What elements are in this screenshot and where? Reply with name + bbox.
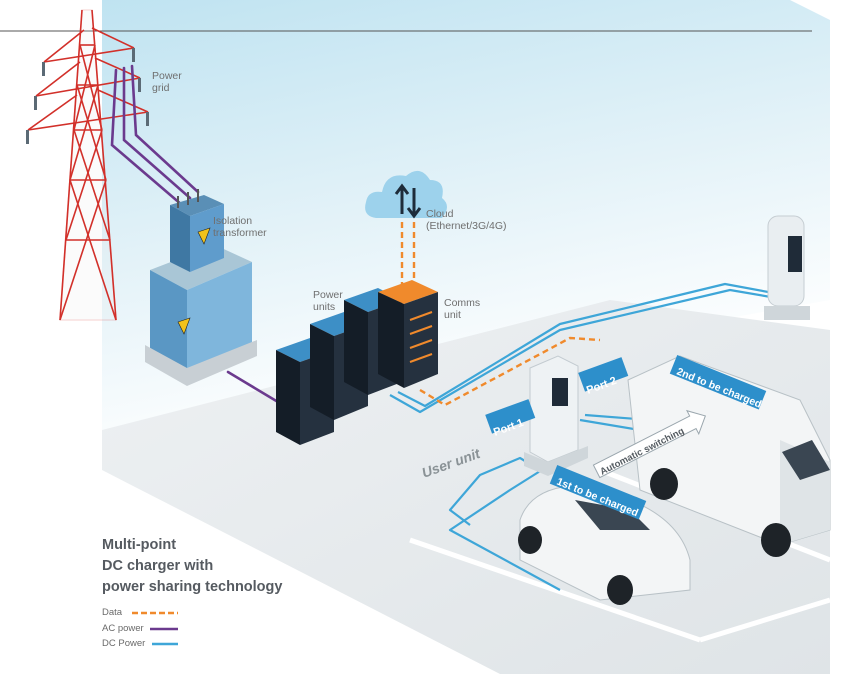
cloud-label: Cloud (Ethernet/3G/4G) [426,208,507,232]
power-pylon [27,9,149,321]
diagram-title: Multi-point DC charger with power sharin… [102,535,282,598]
comms-unit-label: Comms unit [444,297,481,321]
first-charged-badge [549,465,647,520]
port1-badge [485,399,536,434]
isolation-transformer [145,189,257,386]
car [518,485,691,605]
title-line-3: power sharing technology [102,579,283,595]
automatic-switching-arrow [592,409,706,479]
cloud-icon [365,170,447,219]
title-line-2: DC charger with [102,558,214,574]
ac-power-lines [110,64,280,404]
port2-badge [578,357,629,392]
legend-data-text: Data [102,607,123,618]
data-lines [400,222,601,407]
isolation-transformer-label: Isolation transformer [213,215,267,239]
user-unit-charger [524,355,588,476]
legend-dc-text: DC Power [102,638,146,649]
second-charged-badge [669,355,767,410]
comms-unit-cabinet [378,280,438,388]
legend-ac-text: AC power [102,623,144,634]
power-grid-label: Power grid [152,70,182,94]
pylon-insulators [26,48,149,144]
van [627,355,831,557]
power-units-label: Power units [313,289,343,313]
wall-charger [764,215,810,320]
title-line-1: Multi-point [102,537,177,553]
